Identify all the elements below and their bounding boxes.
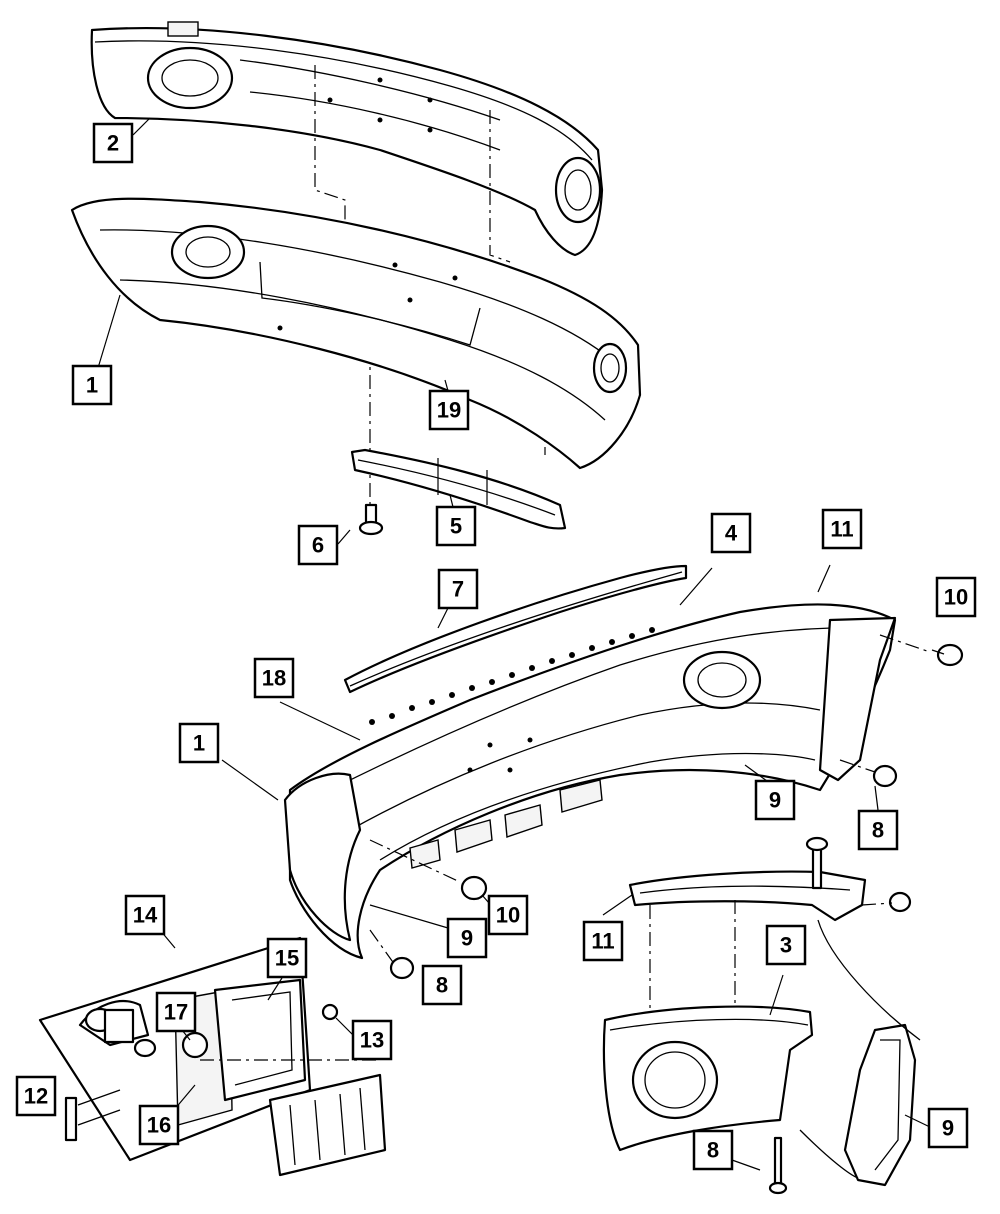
callout-15: 15 <box>266 937 308 979</box>
clip-row-part-18 <box>369 627 655 725</box>
callout-13: 13 <box>351 1019 393 1061</box>
callout-1-upper: 1 <box>71 364 113 406</box>
callout-18: 18 <box>253 657 295 699</box>
callout-9-main-label: 9 <box>769 788 781 813</box>
callout-9-left-label: 9 <box>461 926 473 951</box>
lower-spoiler-part-5 <box>350 448 567 530</box>
callout-19-label: 19 <box>437 398 461 423</box>
callout-9-left: 9 <box>446 917 488 959</box>
callout-8-detail-label: 8 <box>707 1138 719 1163</box>
callout-16-label: 16 <box>147 1113 171 1138</box>
upper-fascia-part-2 <box>90 21 604 257</box>
callout-8-right: 8 <box>857 809 899 851</box>
bumper-assembly-main <box>283 564 897 960</box>
callout-19: 19 <box>428 389 470 431</box>
callout-6-label: 6 <box>312 533 324 558</box>
callout-8-right-label: 8 <box>872 818 884 843</box>
callout-10-left-label: 10 <box>496 903 520 928</box>
callout-11-main: 11 <box>821 508 863 550</box>
callout-4-label: 4 <box>725 521 738 546</box>
callout-6: 6 <box>297 524 339 566</box>
leader-lines <box>97 117 933 1171</box>
callout-18-label: 18 <box>262 666 286 691</box>
callout-3: 3 <box>765 924 807 966</box>
callout-4: 4 <box>710 512 752 554</box>
callout-10-right-label: 10 <box>944 585 968 610</box>
callout-7: 7 <box>437 568 479 610</box>
callout-10-left: 10 <box>487 894 529 936</box>
callout-8-left-label: 8 <box>436 973 448 998</box>
bumper-cover-part-1-upper <box>70 197 642 470</box>
fastener-set-main <box>369 634 964 980</box>
callout-5-label: 5 <box>450 514 462 539</box>
callout-14: 14 <box>124 894 166 936</box>
callout-2-label: 2 <box>107 131 119 156</box>
callout-14-label: 14 <box>133 903 158 928</box>
callout-9-detail: 9 <box>927 1107 969 1149</box>
push-pin-fastener-part-6 <box>358 503 384 536</box>
callout-12: 12 <box>15 1075 57 1117</box>
callout-1-main-label: 1 <box>193 731 205 756</box>
callout-12-label: 12 <box>24 1084 48 1109</box>
callout-11-detail-label: 11 <box>591 929 614 954</box>
callout-8-detail: 8 <box>692 1129 734 1171</box>
callout-11-detail: 11 <box>582 920 624 962</box>
mount-bracket-detail <box>38 936 387 1177</box>
callout-13-label: 13 <box>360 1028 384 1053</box>
callout-3-label: 3 <box>780 933 792 958</box>
callout-17-label: 17 <box>164 1000 188 1025</box>
callout-5: 5 <box>435 505 477 547</box>
corner-detail-right <box>602 836 921 1195</box>
callout-7-label: 7 <box>452 577 464 602</box>
callout-9-detail-label: 9 <box>942 1116 954 1141</box>
callout-17: 17 <box>155 991 197 1033</box>
callout-16: 16 <box>138 1104 180 1146</box>
callout-11-main-label: 11 <box>830 517 853 542</box>
callout-2: 2 <box>92 122 134 164</box>
callout-1-main: 1 <box>178 722 220 764</box>
callout-1-upper-label: 1 <box>86 373 98 398</box>
callout-8-left: 8 <box>421 964 463 1006</box>
callout-15-label: 15 <box>275 946 299 971</box>
callout-9-main: 9 <box>754 779 796 821</box>
callout-10-right: 10 <box>935 576 977 618</box>
